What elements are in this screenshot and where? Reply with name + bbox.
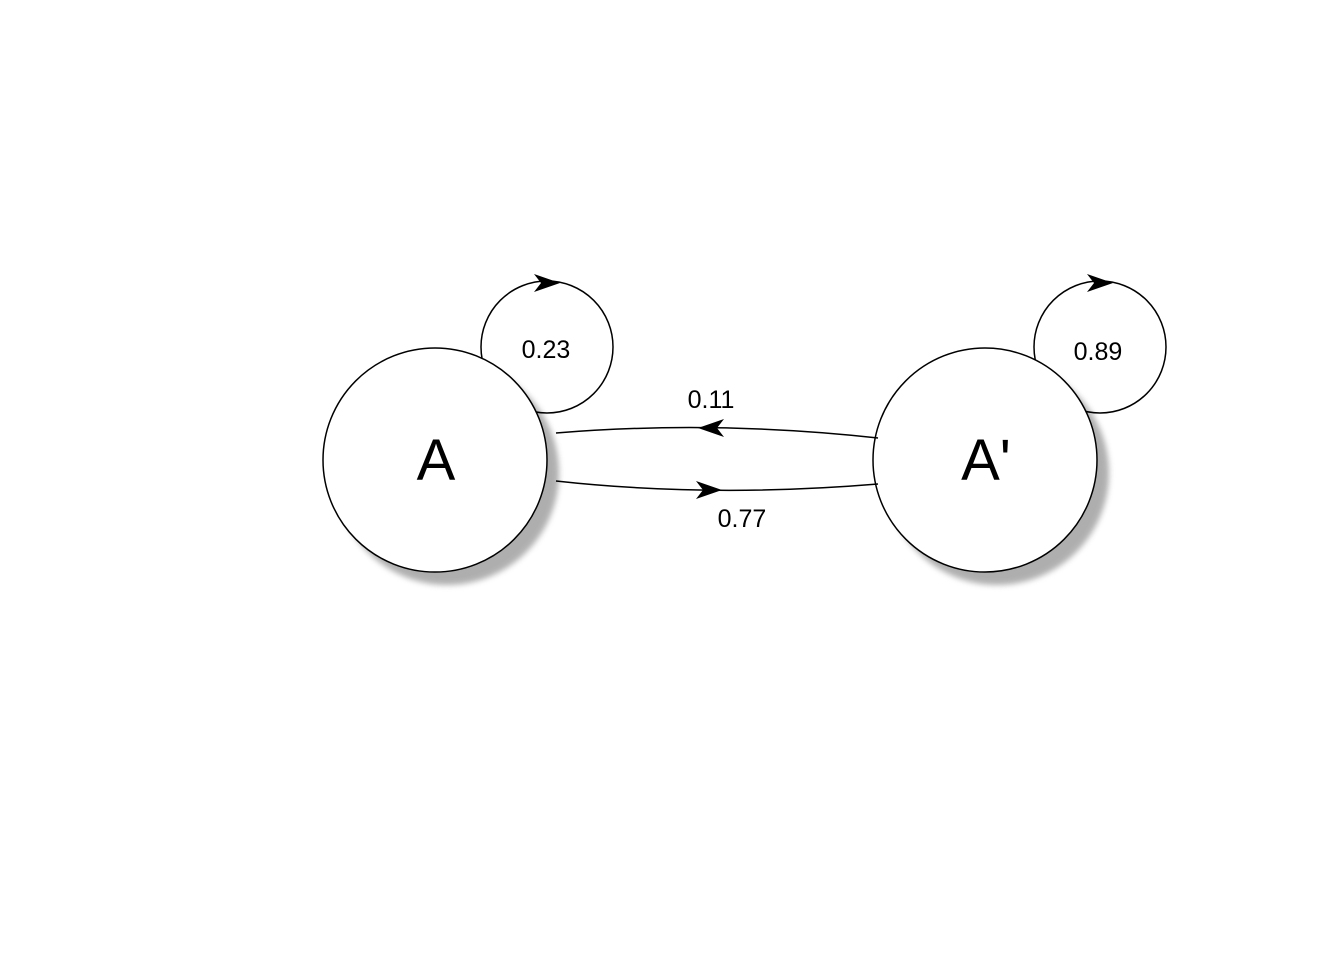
state-node-a-prime-label: A' (961, 428, 1011, 493)
self-loop-a-prime-probability-label: 0.89 (1074, 338, 1123, 366)
edge-a-prime-to-a-arrowhead-icon (698, 419, 724, 437)
self-loop-a-probability-label: 0.23 (522, 336, 571, 364)
self-loop-a-arrowhead-icon (534, 274, 560, 292)
edge-a-to-a-prime-arrowhead-icon (696, 481, 722, 499)
edge-a-to-a-prime-probability-label: 0.77 (718, 505, 767, 533)
self-loop-a-prime-arrowhead-icon (1087, 274, 1113, 292)
state-node-a (322, 347, 548, 573)
state-node-a-prime (872, 347, 1098, 573)
state-node-a-label: A (417, 428, 456, 493)
edge-a-prime-to-a-probability-label: 0.11 (688, 386, 735, 414)
